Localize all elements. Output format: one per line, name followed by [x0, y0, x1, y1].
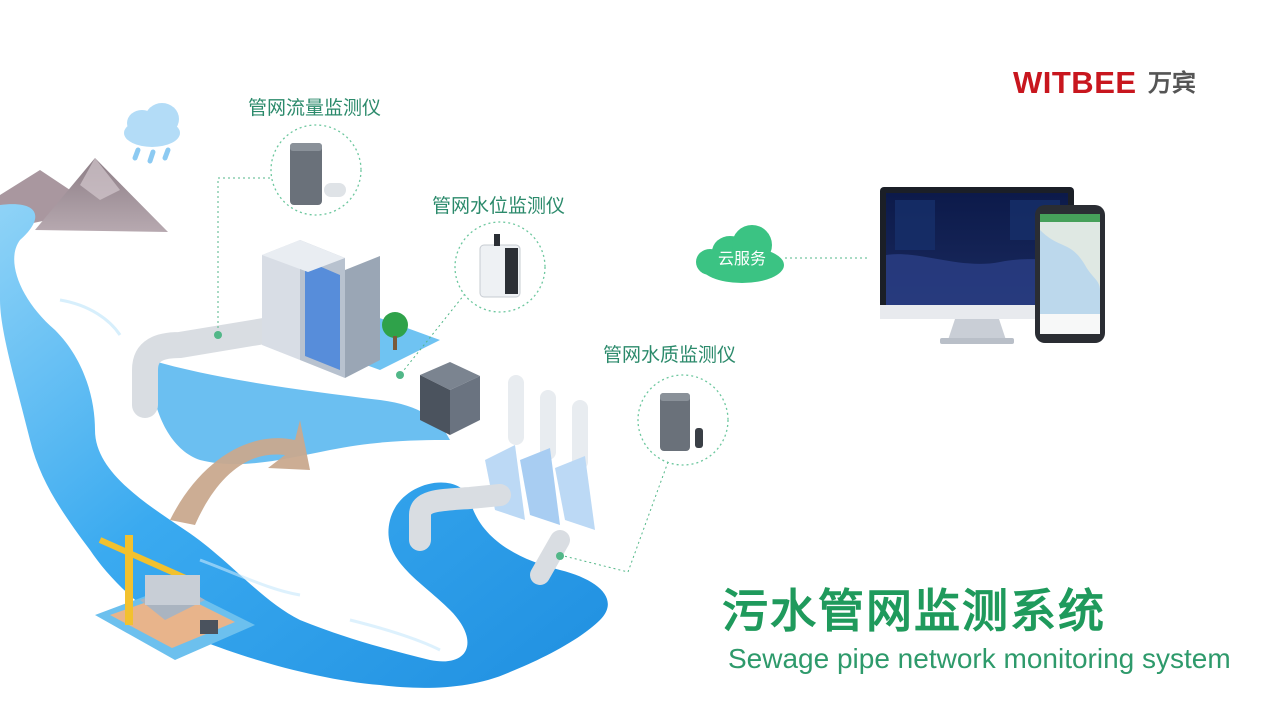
quality-meter-label: 管网水质监测仪 [603, 344, 737, 366]
quality-meter-device-icon [637, 374, 729, 466]
connector-dot-2 [396, 371, 404, 379]
construction-site-icon [95, 535, 255, 660]
page-title: 污水管网监测系统 [722, 584, 1106, 638]
desktop-monitor-icon [880, 187, 1074, 344]
smartphone-icon [1035, 205, 1105, 343]
brand-logo-text: WITBEE [1013, 65, 1137, 100]
pump-station-icon [420, 362, 480, 435]
flow-meter-device-icon [270, 124, 362, 216]
connector-lines [217, 177, 870, 573]
connector-dot-1 [214, 331, 222, 339]
cloud-service-label: 云服务 [717, 249, 766, 268]
page-subtitle: Sewage pipe network monitoring system [728, 643, 1231, 674]
brown-flow-arrow [170, 420, 310, 525]
river-illustration [0, 204, 608, 688]
cloud-service-icon [696, 225, 784, 283]
level-meter-label: 管网水位监测仪 [432, 195, 566, 217]
level-meter-device-icon [454, 221, 546, 313]
brand-logo-cjk: 万宾 [1148, 69, 1196, 97]
flow-meter-label: 管网流量监测仪 [248, 97, 382, 119]
factory-icon [409, 375, 595, 585]
connector-dot-3 [556, 552, 564, 560]
rain-cloud-icon [124, 103, 180, 164]
office-building-icon [262, 240, 440, 378]
